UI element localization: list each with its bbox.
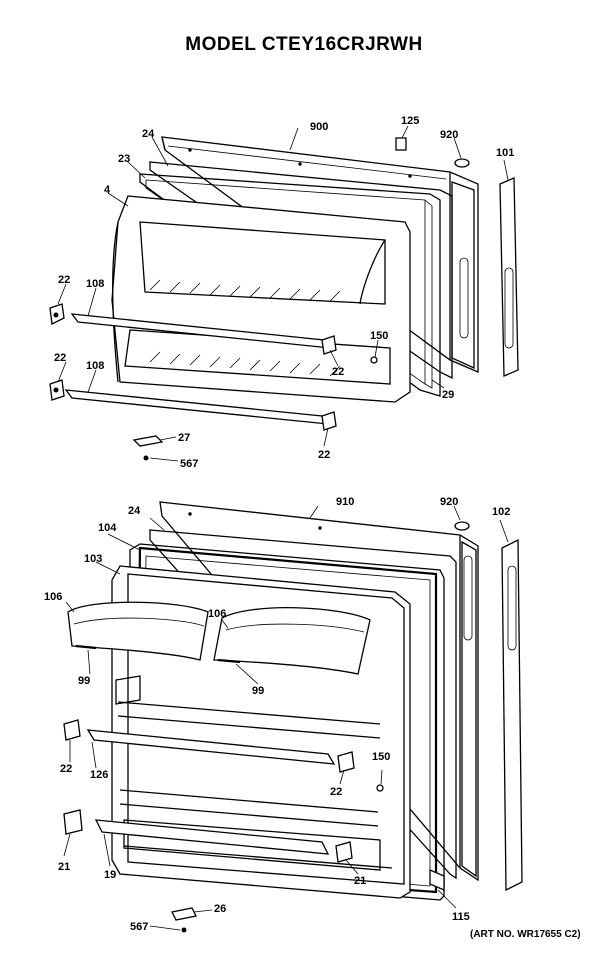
callout-106-right: 106 <box>208 608 226 620</box>
callout-21-right: 21 <box>354 875 366 887</box>
freezer-door-assembly <box>49 136 519 461</box>
dairy-door-106-left <box>67 601 209 661</box>
callout-99-left: 99 <box>78 675 90 687</box>
callout-26: 26 <box>214 903 226 915</box>
trim-115 <box>429 869 445 891</box>
callout-22-upper-a: 22 <box>58 274 70 286</box>
shelf-bar-126 <box>86 729 336 765</box>
callout-22-upper-b: 22 <box>54 352 66 364</box>
screw-567-upper <box>143 455 149 461</box>
screw-150-lower <box>376 784 384 792</box>
callout-21-left: 21 <box>58 861 70 873</box>
door-handle-102 <box>501 538 523 892</box>
shelf-bar-108-lower <box>64 389 330 425</box>
door-gasket-23 <box>139 161 453 397</box>
callout-4: 4 <box>104 184 111 196</box>
callout-106-left: 106 <box>44 591 62 603</box>
callout-99-right: 99 <box>252 685 264 697</box>
callout-101: 101 <box>496 147 514 159</box>
callout-125: 125 <box>401 115 419 127</box>
callout-920-lower: 920 <box>440 496 458 508</box>
dairy-door-106-right <box>213 606 371 675</box>
callouts-upper: 900 125 920 101 24 23 4 22 108 22 108 15… <box>54 115 514 470</box>
end-cap-22 <box>49 303 337 431</box>
plug-920-upper <box>454 158 470 168</box>
callout-920-upper: 920 <box>440 129 458 141</box>
callout-108-upper: 108 <box>86 278 104 290</box>
callout-22-upper-c: 22 <box>332 366 344 378</box>
callout-24-lower: 24 <box>128 505 141 517</box>
callout-150-upper: 150 <box>370 330 388 342</box>
plug-125 <box>395 137 407 151</box>
screw-567-lower <box>181 927 187 933</box>
callout-567-lower: 567 <box>130 921 148 933</box>
art-number: (ART NO. WR17655 C2) <box>470 929 581 940</box>
callout-900: 900 <box>310 121 328 133</box>
callout-29: 29 <box>442 389 454 401</box>
callout-22-upper-d: 22 <box>318 449 330 461</box>
leader-lines-lower <box>63 505 509 931</box>
callout-103: 103 <box>84 553 102 565</box>
callout-102: 102 <box>492 506 510 518</box>
page-title: MODEL CTEY16CRJRWH <box>185 34 423 55</box>
door-liner-4 <box>111 195 411 403</box>
fresh-food-door-assembly <box>63 501 523 933</box>
screw-150-upper <box>370 356 378 364</box>
callout-567-upper: 567 <box>180 458 198 470</box>
callout-22-lower-b: 22 <box>330 786 342 798</box>
callout-108-lower: 108 <box>86 360 104 372</box>
callout-24-upper: 24 <box>142 128 155 140</box>
plug-920-lower <box>454 521 470 531</box>
hinge-27 <box>132 435 164 447</box>
shelf-bar-19 <box>94 819 330 855</box>
end-caps-lower <box>63 719 355 863</box>
callout-104: 104 <box>98 522 117 534</box>
callouts-lower: 910 920 102 24 104 103 106 106 99 99 22 … <box>44 496 510 933</box>
door-handle-101 <box>499 177 519 377</box>
callout-22-lower-a: 22 <box>60 763 72 775</box>
callout-19: 19 <box>104 869 116 881</box>
callout-150-lower: 150 <box>372 751 390 763</box>
callout-910: 910 <box>336 496 354 508</box>
callout-115: 115 <box>452 911 470 923</box>
callout-126: 126 <box>90 769 108 781</box>
leader-lines-upper <box>57 125 509 462</box>
hinge-26 <box>171 907 197 921</box>
callout-23: 23 <box>118 153 130 165</box>
callout-27: 27 <box>178 432 190 444</box>
